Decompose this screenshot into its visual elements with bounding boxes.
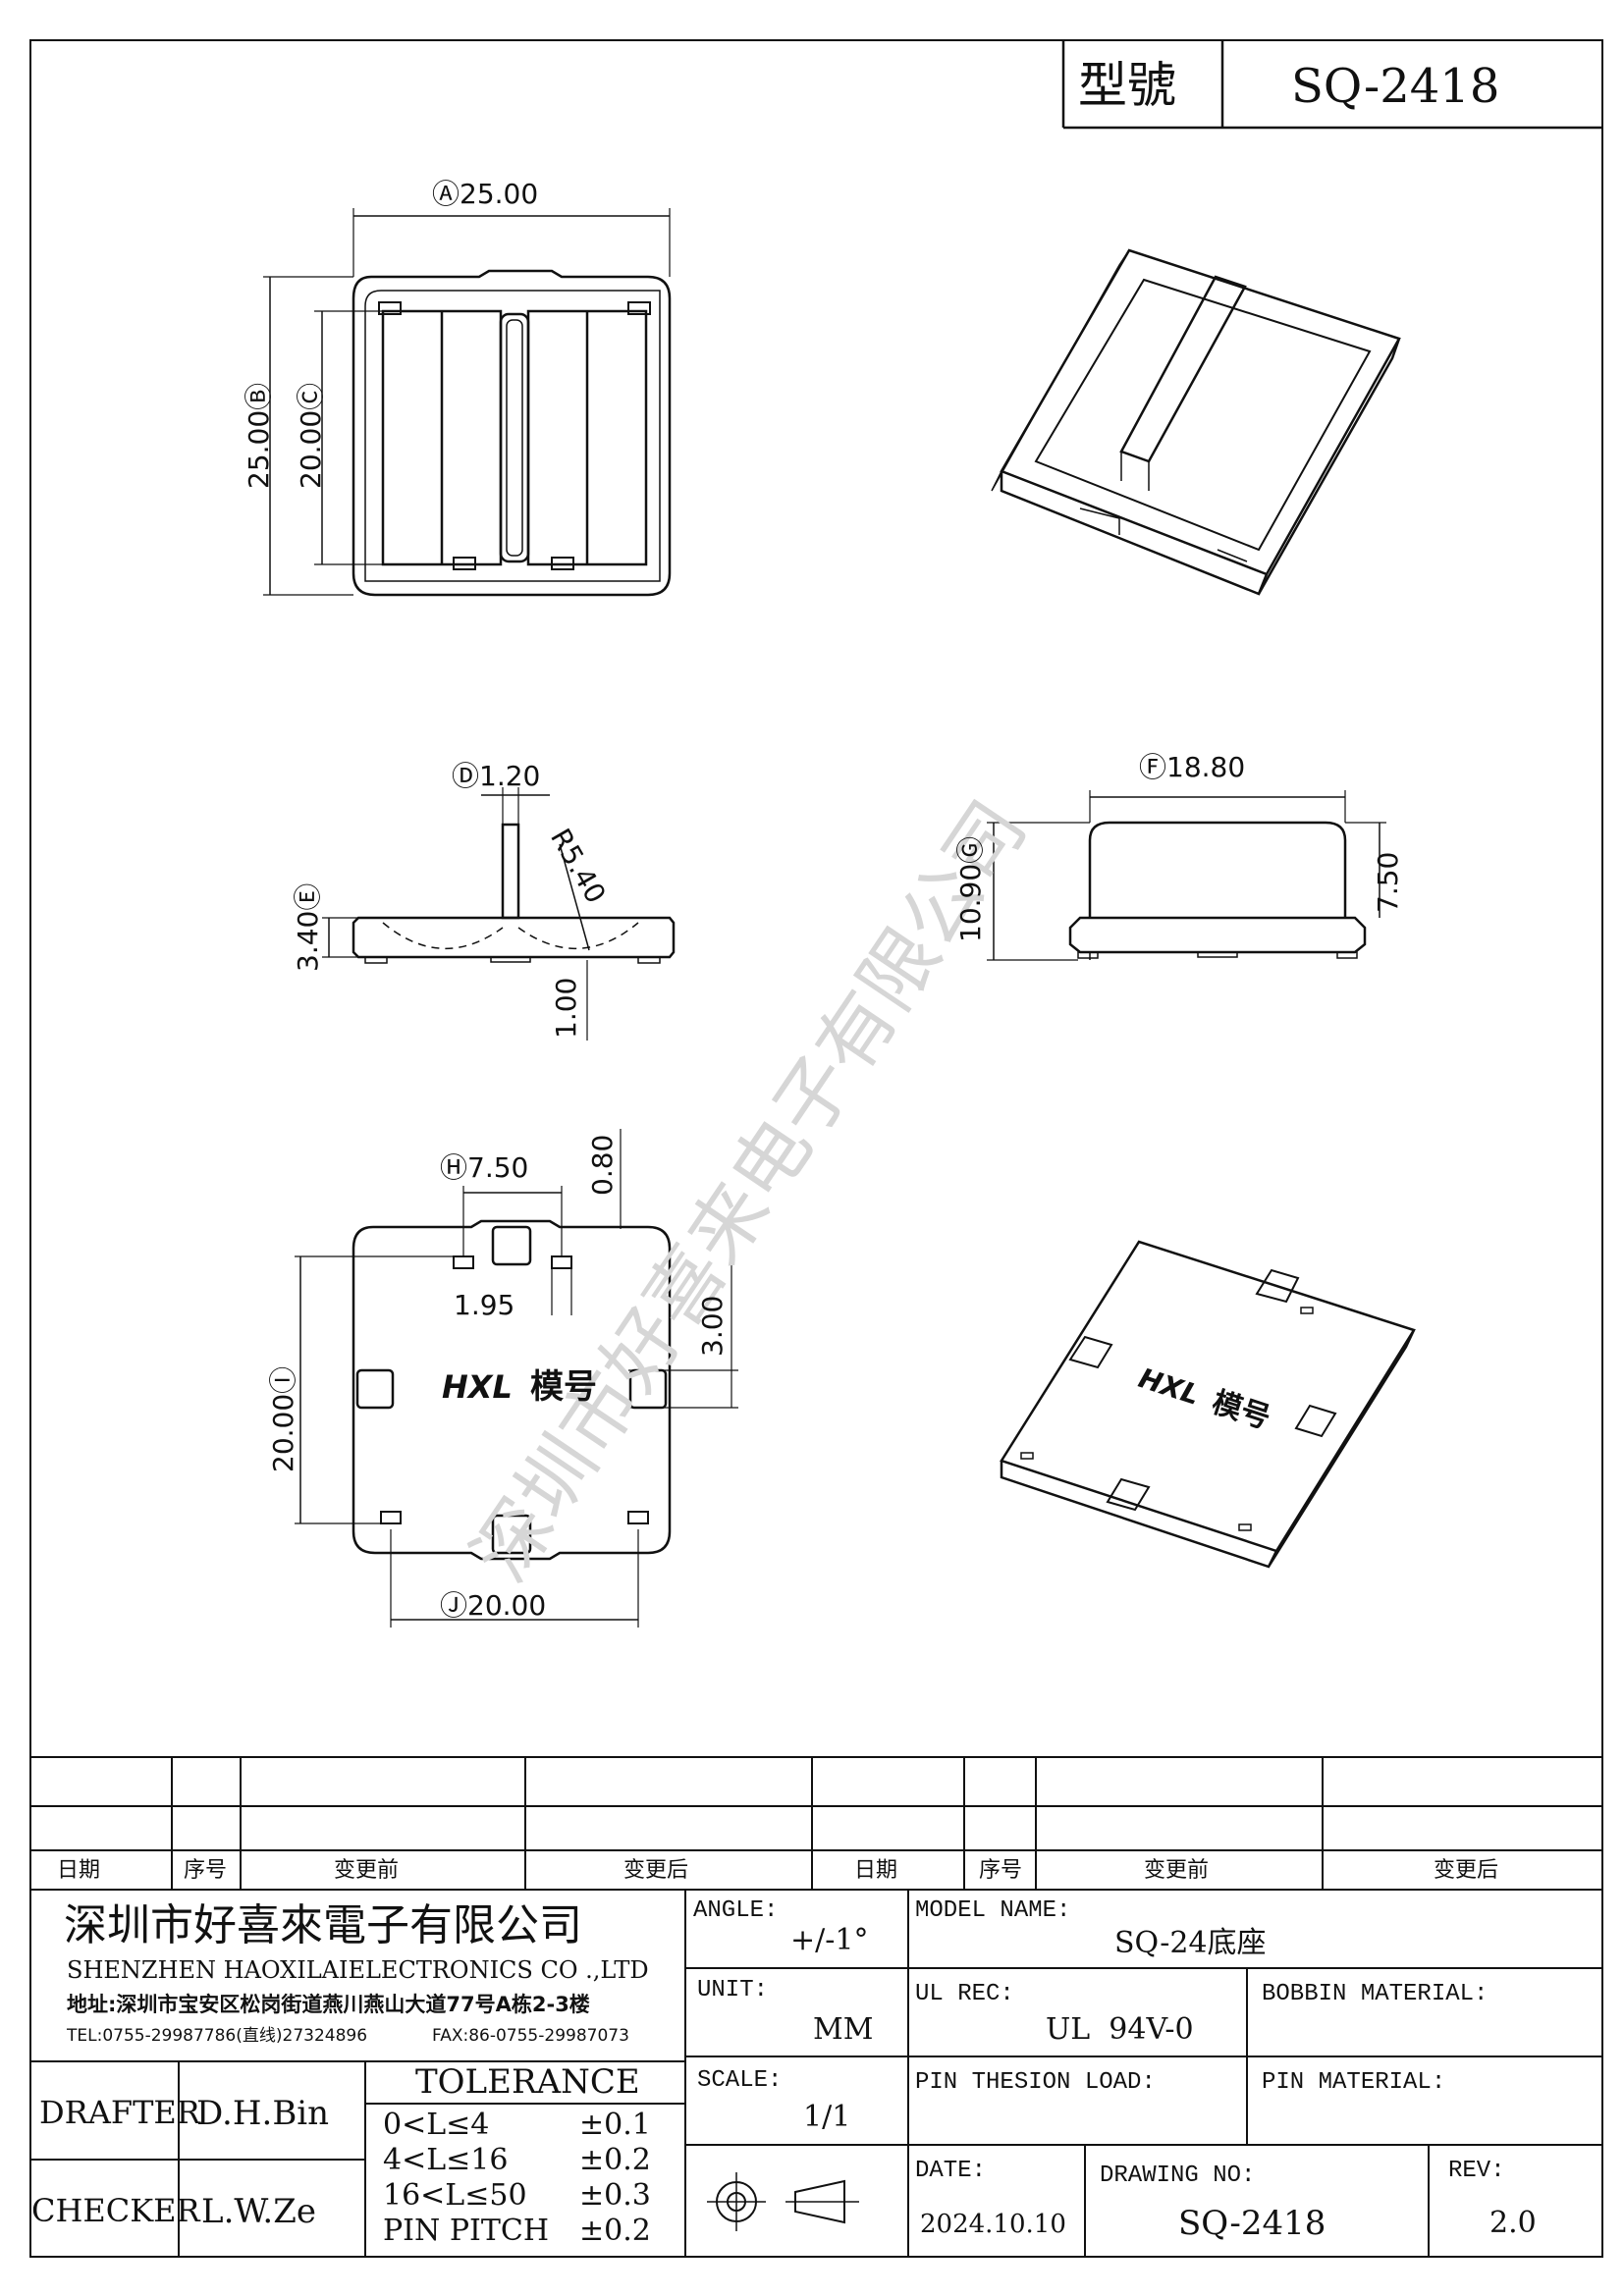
company-name-en: SHENZHEN HAOXILAIELECTRONICS CO .,LTD bbox=[67, 1956, 649, 1984]
dim-b: 25.00Ⓑ bbox=[243, 382, 275, 489]
tolerance-range-1: 0<L≤4 bbox=[383, 2108, 490, 2142]
dim-a: Ⓐ25.00 bbox=[432, 178, 539, 210]
unit-label: UNIT: bbox=[697, 1977, 769, 2003]
tolerance-value-2: ±0.2 bbox=[579, 2143, 651, 2177]
rev-header-after-1: 变更后 bbox=[623, 1858, 689, 1883]
dim-h: Ⓗ7.50 bbox=[440, 1151, 529, 1184]
title-block-lines bbox=[29, 1756, 1603, 2258]
rev-header-date-2: 日期 bbox=[854, 1858, 898, 1883]
dim-d: Ⓓ1.20 bbox=[452, 760, 541, 792]
projection-symbol bbox=[707, 2172, 859, 2231]
rev-header-seq-2: 序号 bbox=[979, 1858, 1023, 1883]
dim-c: 20.00Ⓒ bbox=[295, 382, 327, 489]
dim-tab-height: 3.00 bbox=[696, 1295, 729, 1357]
tolerance-range-3: 16<L≤50 bbox=[383, 2178, 527, 2213]
tolerance-range-2: 4<L≤16 bbox=[383, 2143, 509, 2177]
angle-value: +/-1° bbox=[790, 1923, 869, 1957]
dim-i: 20.00Ⓘ bbox=[267, 1365, 299, 1472]
date-value: 2024.10.10 bbox=[920, 2210, 1066, 2239]
dim-f: Ⓕ18.80 bbox=[1139, 751, 1246, 783]
marking-model: 模号 bbox=[530, 1367, 597, 1407]
scale-label: SCALE: bbox=[697, 2067, 783, 2094]
drawing-frame bbox=[29, 39, 1603, 2258]
angle-label: ANGLE: bbox=[693, 1897, 779, 1924]
side-view-right bbox=[987, 790, 1386, 961]
drawing-no-value: SQ-2418 bbox=[1178, 2204, 1326, 2243]
model-name-value: SQ-24底座 bbox=[1114, 1926, 1267, 1960]
checker-value: L.W.Ze bbox=[201, 2192, 316, 2231]
tolerance-range-4: PIN PITCH bbox=[383, 2214, 549, 2248]
rev-header-before-1: 变更前 bbox=[334, 1858, 400, 1883]
dim-e: 3.40Ⓔ bbox=[292, 882, 324, 972]
iso-view-bottom bbox=[1000, 1240, 1416, 1569]
rev-header-before-2: 变更前 bbox=[1144, 1858, 1210, 1883]
dim-top-gap: 0.80 bbox=[586, 1134, 619, 1196]
rev-header-after-2: 变更后 bbox=[1434, 1858, 1499, 1883]
model-value: SQ-2418 bbox=[1291, 59, 1500, 114]
pin-thesion-label: PIN THESION LOAD: bbox=[915, 2069, 1156, 2096]
tolerance-value-4: ±0.2 bbox=[579, 2214, 651, 2248]
model-name-label: MODEL NAME: bbox=[915, 1897, 1071, 1924]
ul-rec-label: UL REC: bbox=[915, 1981, 1014, 2007]
dim-slot-width: 1.95 bbox=[454, 1289, 515, 1321]
dim-bottom-thickness: 1.00 bbox=[550, 977, 582, 1039]
model-label: 型號 bbox=[1078, 57, 1176, 114]
dim-j: Ⓙ20.00 bbox=[440, 1589, 547, 1622]
company-address: 地址:深圳市宝安区松岗街道燕川燕山大道77号A栋2-3楼 bbox=[67, 1993, 590, 2016]
pin-material-label: PIN MATERIAL: bbox=[1262, 2069, 1446, 2096]
tolerance-value-1: ±0.1 bbox=[579, 2108, 651, 2142]
checker-label: CHECKER bbox=[31, 2192, 200, 2229]
rev-header-date-1: 日期 bbox=[57, 1858, 101, 1883]
scale-value: 1/1 bbox=[803, 2100, 851, 2134]
header-box bbox=[1061, 39, 1603, 130]
company-tel: TEL:0755-29987786(直线)27324896 bbox=[67, 2026, 368, 2046]
dim-side-height: 7.50 bbox=[1372, 851, 1404, 913]
bottom-view bbox=[295, 1129, 738, 1628]
drafter-value: D.H.Bin bbox=[196, 2094, 330, 2133]
drawing-no-label: DRAWING NO: bbox=[1100, 2163, 1256, 2189]
company-fax: FAX:86-0755-29987073 bbox=[432, 2026, 629, 2046]
unit-value: MM bbox=[813, 2012, 874, 2047]
bobbin-material-label: BOBBIN MATERIAL: bbox=[1262, 1981, 1489, 2007]
dim-g: 10.90Ⓖ bbox=[954, 835, 987, 942]
date-label: DATE: bbox=[915, 2158, 987, 2184]
ul-rec-value: UL 94V-0 bbox=[1046, 2012, 1194, 2047]
top-view bbox=[263, 208, 672, 597]
tolerance-value-3: ±0.3 bbox=[579, 2178, 651, 2213]
rev-value: 2.0 bbox=[1489, 2206, 1537, 2240]
iso-view-top bbox=[991, 248, 1401, 596]
marking-brand: HXL bbox=[442, 1368, 513, 1406]
rev-header-seq-1: 序号 bbox=[184, 1858, 228, 1883]
side-view-left bbox=[322, 787, 676, 1041]
drafter-label: DRAFTER bbox=[39, 2094, 200, 2131]
company-name-cn: 深圳市好喜來電子有限公司 bbox=[64, 1900, 582, 1950]
rev-label: REV: bbox=[1448, 2158, 1505, 2184]
tolerance-title: TOLERANCE bbox=[415, 2062, 640, 2102]
